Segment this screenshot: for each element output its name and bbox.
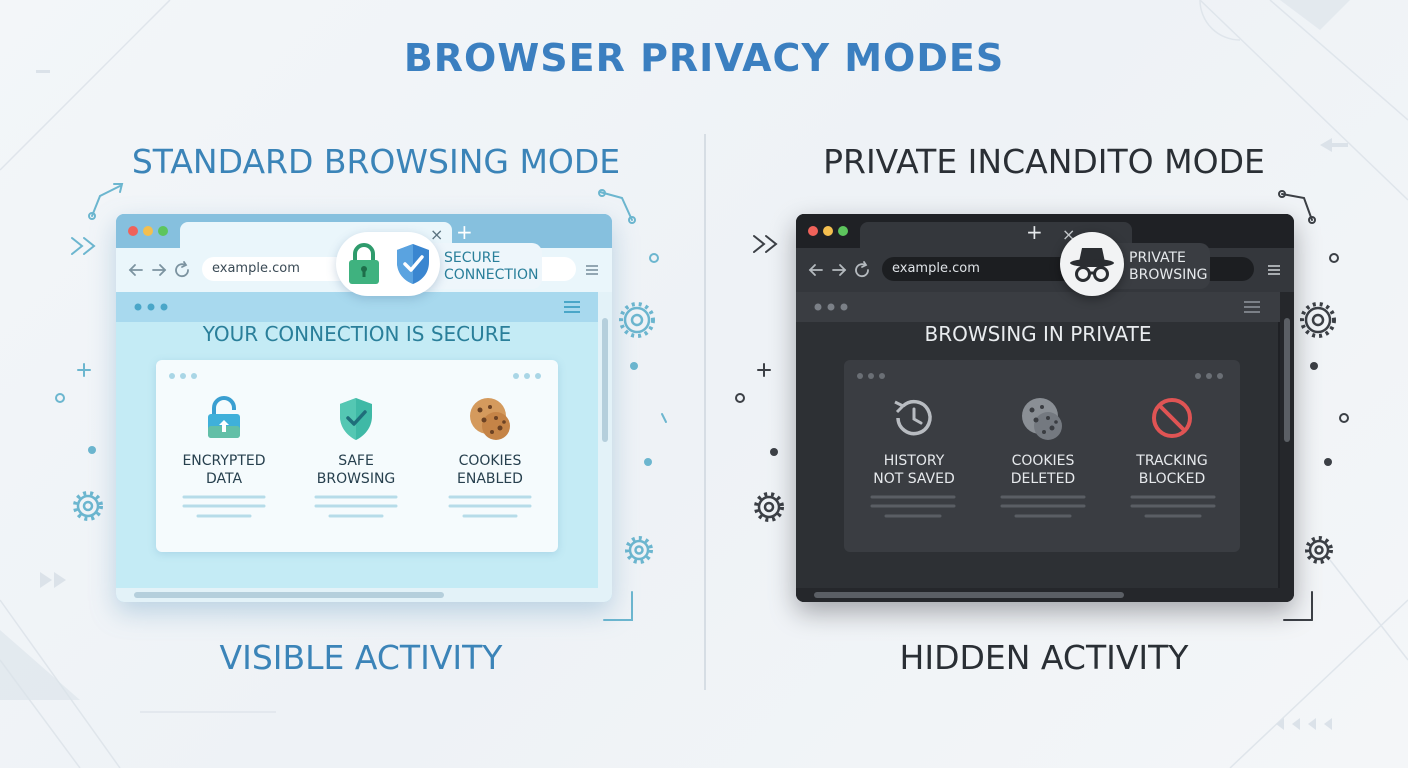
window-controls[interactable] [808,225,858,237]
feature-label-cookies: COOKIES DELETED [1010,453,1076,487]
private-browsing-text: PRIVATE BROWSING [1129,250,1208,283]
center-divider [704,134,706,690]
hamburger-icon[interactable] [1242,300,1262,314]
dots-icon [814,303,848,311]
standard-mode-heading: STANDARD BROWSING MODE [131,142,621,181]
dots-icon [134,303,168,311]
hidden-activity-label: HIDDEN ACTIVITY [899,638,1189,677]
forward-arrow-icon[interactable] [152,264,167,276]
back-arrow-icon[interactable] [808,264,823,276]
nav-buttons [808,261,869,278]
feature-label-cookies: COOKIES ENABLED [457,453,523,487]
scroll-thumb[interactable] [602,318,608,442]
feature-label-encrypted: ENCRYPTED DATA [182,453,266,487]
horizontal-scrollbar[interactable] [796,588,1294,602]
history-clock-icon [894,399,932,436]
unlocked-padlock-icon [208,396,240,438]
page-title: BROWSER PRIVACY MODES [403,36,1005,80]
feature-label-safe: SAFE BROWSING [316,453,396,487]
new-tab-icon[interactable]: + [456,220,473,244]
feature-label-tracking: TRACKING BLOCKED [1136,453,1208,487]
cookie-icon [1022,398,1062,440]
secure-connection-badge [336,232,440,296]
private-browsing-badge [1060,232,1124,296]
blocked-icon [1152,398,1192,438]
scroll-thumb[interactable] [134,592,444,598]
connection-secure-title: YOUR CONNECTION IS SECURE [202,322,512,346]
vertical-scrollbar[interactable] [598,292,612,590]
scroll-thumb[interactable] [1284,318,1290,442]
tab-strip: × + [796,214,1294,250]
card-dots-icon [169,373,197,379]
private-browsing-pill [1114,243,1210,289]
incognito-icon [1070,248,1114,282]
page-subbar [796,292,1294,322]
url-text: example.com [892,261,980,276]
new-tab-icon[interactable]: + [1026,220,1043,244]
lock-icon [349,243,379,284]
vertical-scrollbar[interactable] [1280,292,1294,590]
private-mode-heading: PRIVATE INCANDITO MODE [823,142,1265,181]
page-subbar [116,292,612,322]
nav-buttons [128,261,189,278]
forward-arrow-icon[interactable] [832,264,847,276]
secure-connection-pill [430,243,542,289]
back-arrow-icon[interactable] [128,264,143,276]
url-text: example.com [212,261,300,276]
window-controls[interactable] [128,225,178,237]
card-dots-icon [857,373,885,379]
tab-close-icon[interactable]: × [430,225,444,244]
browser-toolbar: example.com [796,248,1294,292]
scroll-thumb[interactable] [814,592,1124,598]
placeholder-lines [182,495,532,518]
browsing-private-title: BROWSING IN PRIVATE [924,322,1152,346]
card-dots-icon [1195,373,1223,379]
placeholder-lines [870,495,1216,518]
card-dots-icon [513,373,541,379]
menu-icon[interactable] [584,262,600,278]
horizontal-scrollbar[interactable] [116,588,612,602]
visible-activity-label: VISIBLE ACTIVITY [219,638,503,677]
private-features-card [844,360,1240,552]
cookie-icon [470,398,510,440]
standard-features-card [156,360,558,552]
menu-icon[interactable] [1266,262,1282,278]
feature-label-history: HISTORY NOT SAVED [873,453,955,487]
shield-check-icon [397,244,429,284]
reload-icon[interactable] [855,261,869,278]
hamburger-icon[interactable] [562,300,582,314]
reload-icon[interactable] [175,261,189,278]
shield-check-icon [340,398,372,440]
secure-connection-text: SECURE CONNECTION [444,250,539,283]
